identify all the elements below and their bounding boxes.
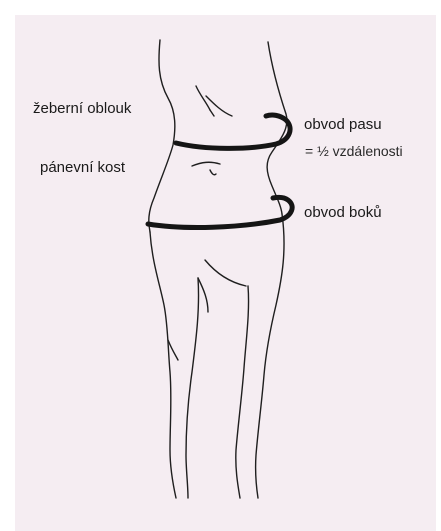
right-leg-outer: [256, 214, 284, 498]
pelvis-detail: [192, 162, 220, 166]
hip-measure-band: [148, 197, 292, 227]
waist-circumference-label: obvod pasu: [304, 117, 382, 132]
rib-detail-2: [206, 96, 232, 116]
rib-arch-label: žeberní oblouk: [33, 101, 131, 116]
right-leg-inner: [236, 286, 249, 498]
pelvis-detail-2: [210, 170, 216, 175]
thigh-crease: [198, 278, 208, 312]
waist-measure-band: [176, 115, 290, 148]
waist-note-label: = ½ vzdálenosti: [305, 144, 403, 158]
hip-circumference-label: obvod boků: [304, 205, 382, 220]
pelvic-bone-label: pánevní kost: [40, 160, 125, 175]
torso-right-contour: [267, 42, 287, 214]
left-leg-inner: [186, 278, 199, 498]
rib-detail-3: [210, 110, 214, 116]
torso-left-contour: [149, 40, 175, 232]
left-leg-outer: [150, 232, 176, 498]
crotch-crease: [205, 260, 246, 286]
